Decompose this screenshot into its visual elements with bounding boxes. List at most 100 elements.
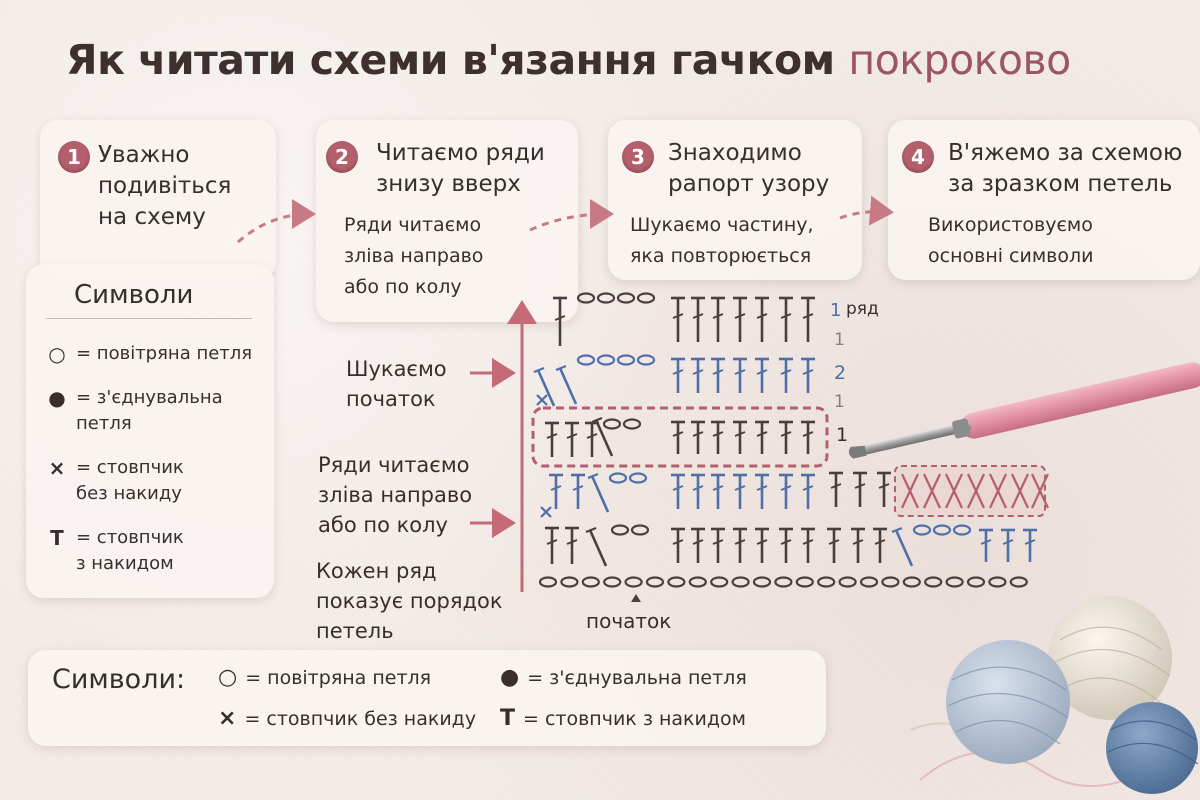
title-accent: покроково xyxy=(848,36,1071,84)
double-crochet-yarnover xyxy=(734,313,746,319)
chain-stitch xyxy=(859,576,879,588)
double-crochet-yarnover xyxy=(802,485,814,491)
chain-stitch xyxy=(538,576,558,588)
chain-stitch xyxy=(881,576,900,588)
double-crochet-yarnover xyxy=(712,485,724,491)
repeat-extension-box xyxy=(894,465,1046,517)
single-crochet-icon: × xyxy=(218,706,237,731)
chain-stitch xyxy=(608,472,628,484)
double-crochet-yarnover xyxy=(692,369,704,375)
step-body-3: Шукаємо частину, яка повторюється xyxy=(630,214,814,267)
repeat-stitch xyxy=(923,473,941,509)
repeat-stitch xyxy=(901,473,919,509)
double-crochet-yarnover xyxy=(734,485,746,491)
double-crochet-yarnover xyxy=(756,539,768,545)
step-number-1: 1 xyxy=(58,141,90,173)
single-crochet-icon: × xyxy=(48,456,66,480)
repeat-stitch xyxy=(1031,473,1049,509)
slanted-stitch xyxy=(894,529,914,567)
chain-stitch xyxy=(945,576,964,588)
repeat-stitch xyxy=(967,473,985,509)
slip-stitch-icon: ● xyxy=(48,386,66,410)
step-heading-4: В'яжемо за схемою за зразком петель xyxy=(948,140,1183,197)
double-crochet-yarnover xyxy=(756,369,768,375)
page-title: Як читати схеми в'язання гачком покроков… xyxy=(66,36,1071,84)
chain-stitch xyxy=(932,524,952,536)
double-crochet-yarnover xyxy=(672,369,684,375)
legend-card xyxy=(26,264,274,598)
double-crochet-yarnover xyxy=(756,313,768,319)
step-number-4: 4 xyxy=(902,141,934,173)
arrow-3-4 xyxy=(839,195,894,226)
repeat-stitch xyxy=(1011,473,1029,509)
slanted-stitch-top xyxy=(591,416,603,424)
chain-stitch xyxy=(636,354,656,366)
double-crochet-yarnover xyxy=(878,483,890,489)
chain-stitch-icon: ○ xyxy=(48,342,66,366)
double-crochet-yarnover xyxy=(672,431,684,437)
chain-stitch xyxy=(774,576,793,588)
chain-stitch xyxy=(622,418,642,430)
double-crochet-yarnover xyxy=(672,539,684,545)
double-crochet-yarnover xyxy=(692,485,704,491)
double-crochet-yarnover xyxy=(712,369,724,375)
double-crochet-yarnover xyxy=(980,539,992,545)
double-crochet-yarnover xyxy=(830,483,842,489)
chain-stitch xyxy=(596,354,616,366)
double-crochet-yarnover xyxy=(1002,539,1014,545)
double-crochet-yarnover xyxy=(874,539,886,545)
step-heading-3: Знаходимо рапорт узору xyxy=(668,140,830,197)
step-number-2: 2 xyxy=(326,141,358,173)
chain-stitch xyxy=(602,418,622,430)
double-crochet-yarnover xyxy=(756,485,768,491)
chain-stitch xyxy=(596,292,616,304)
bottom-legend-title: Символи: xyxy=(52,664,186,695)
step-body-4: Використовуємо основні символи xyxy=(928,214,1094,267)
title-main: Як читати схеми в'язання гачком xyxy=(66,36,835,84)
step-number-3: 3 xyxy=(622,141,654,173)
chain-stitch xyxy=(628,472,648,484)
step-body-2: Ряди читаємо зліва направо або по колу xyxy=(344,214,484,298)
chain-stitch xyxy=(576,292,596,304)
step-heading-2: Читаємо ряди знизу вверх xyxy=(376,140,545,197)
legend-item-chain: ○ = повітряна петля xyxy=(44,341,252,367)
single-crochet-stitch xyxy=(540,506,552,518)
chain-stitch xyxy=(645,576,665,588)
chain-stitch xyxy=(624,576,643,588)
slanted-stitch xyxy=(558,367,578,405)
chain-stitch xyxy=(667,576,686,588)
double-crochet-yarnover xyxy=(734,369,746,375)
bottom-item-slip: ● = з'єднувальна петля xyxy=(500,665,747,690)
chain-stitch xyxy=(795,576,814,588)
chain-stitch xyxy=(817,576,836,588)
step-card-4 xyxy=(888,120,1200,280)
double-crochet-yarnover xyxy=(780,431,792,437)
chain-stitch xyxy=(838,576,857,588)
chain-stitch xyxy=(630,524,650,536)
single-crochet-stitch xyxy=(536,394,548,406)
note-each-row: Кожен ряд показує порядок петель xyxy=(316,559,503,643)
chain-stitch xyxy=(752,576,772,588)
double-crochet-yarnover xyxy=(566,433,578,439)
note-read-rows: Ряди читаємо зліва направо або по колу xyxy=(318,453,473,537)
bottom-item-chain: ○ = повітряна петля xyxy=(218,665,432,690)
chain-stitch xyxy=(560,576,579,588)
row-label-1: 1 xyxy=(830,300,842,321)
chain-stitch xyxy=(952,524,972,536)
chain-stitch xyxy=(902,576,921,588)
chain-stitch xyxy=(603,576,622,588)
chain-stitch xyxy=(924,576,943,588)
double-crochet-yarnover xyxy=(692,313,704,319)
slanted-stitch xyxy=(594,419,614,457)
double-crochet-yarnover xyxy=(734,539,746,545)
double-crochet-yarnover xyxy=(1024,539,1036,545)
repeat-highlight-box xyxy=(531,406,829,468)
double-crochet-icon: Т xyxy=(500,706,516,731)
note-find-start: Шукаємо початок xyxy=(346,357,447,411)
slanted-stitch xyxy=(536,369,556,407)
slanted-stitch-top xyxy=(555,364,567,372)
